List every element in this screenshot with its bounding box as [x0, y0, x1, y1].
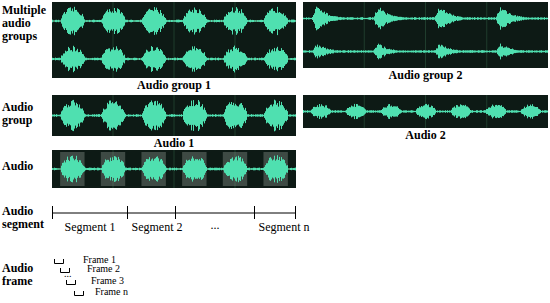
panel-ground	[303, 95, 548, 128]
grid-line	[174, 2, 175, 78]
panel-ground	[52, 2, 296, 78]
grid-line	[364, 2, 365, 68]
waveform	[53, 155, 296, 183]
segment-label: Segment 1	[55, 221, 125, 234]
ellipsis: ...	[64, 270, 84, 278]
waveform	[304, 44, 548, 60]
grid-line	[486, 2, 487, 68]
waveform	[304, 104, 548, 119]
axis-tick	[127, 206, 128, 219]
frame-label: Frame 3	[91, 276, 151, 286]
waveform	[53, 7, 296, 35]
ellipsis: ...	[195, 219, 235, 232]
segment-axis	[52, 206, 296, 219]
panel-caption: Audio 2	[303, 129, 548, 142]
level-label: Audio group	[2, 101, 52, 127]
frame-label: Frame 2	[87, 264, 147, 274]
waveform-box: Audio 2	[303, 95, 548, 142]
axis-tick	[295, 206, 296, 219]
level-label: Audio frame	[2, 262, 52, 288]
waveform-box: Audio group 1	[52, 2, 296, 92]
panel-ground	[52, 95, 296, 136]
frame-bracket	[55, 259, 64, 264]
segment-label: Segment n	[248, 221, 320, 234]
panel-caption: Audio 1	[52, 137, 296, 150]
panel-caption: Audio group 1	[52, 79, 296, 92]
axis-tick	[175, 206, 176, 219]
panel-ground	[303, 2, 548, 68]
waveform	[53, 46, 296, 73]
waveform	[53, 100, 296, 132]
waveform-box: Audio 1	[52, 95, 296, 150]
waveform-panel	[52, 2, 296, 78]
waveform	[304, 7, 548, 31]
frame-label: Frame n	[95, 287, 155, 297]
level-label: Audio segment	[2, 205, 52, 231]
waveform-box: Audio group 2	[303, 2, 548, 82]
waveform-layer	[52, 2, 548, 188]
panel-ground	[52, 150, 296, 188]
grid-line	[425, 2, 426, 68]
frame-brackets	[55, 259, 84, 296]
axis-line	[52, 213, 296, 214]
axis-tick	[254, 206, 255, 219]
axis-tick	[52, 206, 53, 219]
level-label: Audio	[2, 160, 52, 173]
segment-label: Segment 2	[122, 221, 192, 234]
waveform-panel	[52, 95, 296, 136]
waveform-panel	[303, 95, 548, 128]
waveform-panel	[52, 150, 296, 188]
waveform-panel	[303, 2, 548, 68]
panel-caption: Audio group 2	[303, 69, 548, 82]
frame-bracket	[67, 280, 76, 285]
level-label: Multiple audio groups	[2, 4, 52, 44]
frame-bracket	[75, 291, 84, 296]
